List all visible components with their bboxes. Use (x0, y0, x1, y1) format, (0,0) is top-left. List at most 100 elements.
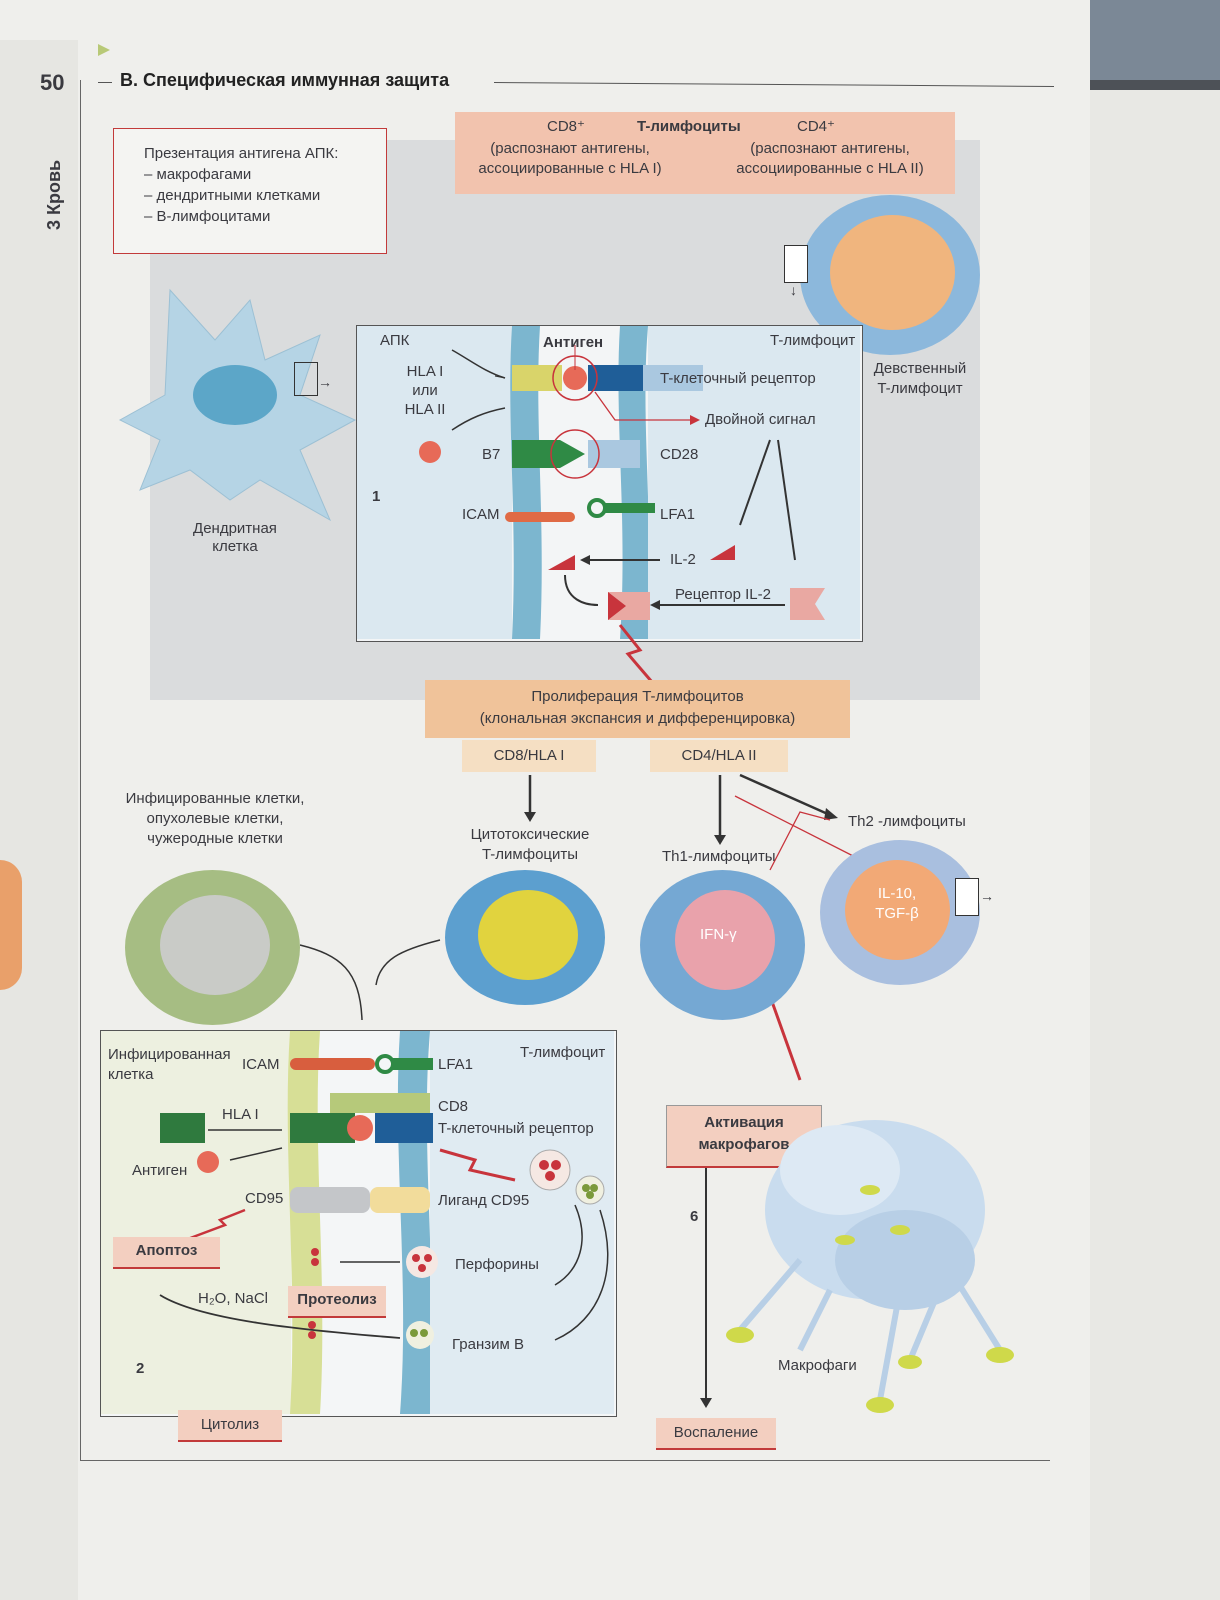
margin-tab (0, 860, 22, 990)
proteolysis-label: Протеолиз (297, 1291, 377, 1308)
activation-line-1: Активация (704, 1114, 784, 1131)
th2-cell-nucleus (845, 860, 950, 960)
panel1-hla-label: HLA II (404, 401, 446, 418)
panel2-lfa1-label: LFA1 (438, 1056, 474, 1073)
apc-box-title: Презентация антигена АПК: (144, 145, 339, 162)
panel1-number: 1 (372, 488, 381, 505)
proliferation-line-1: Пролиферация T-лимфоцитов (531, 688, 744, 705)
apc-box-item: – макрофагами (144, 166, 252, 183)
cd8-label: CD8⁺ (547, 118, 585, 135)
outer-frame-bottom (80, 1460, 1050, 1461)
panel1-icam-label: ICAM (462, 506, 500, 523)
header-rule-left (98, 82, 112, 83)
panel2-icam-label: ICAM (242, 1056, 280, 1073)
cytotoxic-label-2: T-лимфоциты (481, 846, 579, 863)
il10-label: IL-10, (877, 885, 917, 902)
apc-box-item: – B-лимфоцитами (144, 208, 271, 225)
panel2-tcell-label: T-лимфоцит (520, 1044, 606, 1061)
infected-header-2: опухолевые клетки, (146, 810, 284, 827)
th1-label: Th1-лимфоциты (662, 848, 776, 865)
arrow-right-icon: → (980, 888, 994, 904)
panel2-tcr-label: T-клеточный рецептор (438, 1120, 594, 1137)
tcell-header-title: T-лимфоциты (637, 118, 741, 135)
panel1-hla-label: HLA I (406, 363, 444, 380)
triangle-marker-icon (98, 44, 110, 56)
cd4-hla-box: CD4/HLA II (650, 740, 788, 772)
th1-cell-nucleus (675, 890, 775, 990)
cytolysis-label: Цитолиз (200, 1416, 260, 1433)
naive-tcell-nucleus (830, 215, 955, 330)
panel1-hla-label: или (412, 382, 438, 399)
cytolysis-box: Цитолиз (178, 1410, 282, 1442)
panel2-h2o-label: H₂O, NaCl (198, 1290, 268, 1307)
panel1-tcr-label: T-клеточный рецептор (660, 370, 816, 387)
activation-line-2: макрофагов (698, 1136, 790, 1153)
inflammation-box: Воспаление (656, 1418, 776, 1450)
tgf-label: TGF-β (875, 905, 919, 922)
tcell-header-box: CD8⁺ T-лимфоциты CD4⁺ (распознают антиге… (455, 112, 955, 194)
panel1-lfa1-label: LFA1 (660, 506, 696, 523)
panel1-tcell-label: T-лимфоцит (770, 332, 856, 349)
cd4-desc: (распознают антигены, (750, 140, 910, 157)
panel1-b7-label: B7 (482, 446, 501, 463)
facing-page (1072, 90, 1220, 1600)
section-title: B. Специфическая иммунная защита (120, 70, 450, 90)
panel1-cd28-label: CD28 (660, 446, 699, 463)
cd4-desc: ассоциированные с HLA II) (736, 160, 924, 177)
panel1-antigen-label: Антиген (543, 334, 604, 351)
zoom-box-icon (294, 362, 318, 396)
panel2-number: 2 (136, 1360, 145, 1377)
page-margin (0, 40, 78, 1600)
panel2-cd8-label: CD8 (438, 1098, 469, 1115)
cd4-hla-label: CD4/HLA II (681, 747, 757, 764)
ifn-label: IFN-γ (700, 926, 737, 943)
panel1-apc-label: АПК (380, 332, 410, 349)
naive-tcell-label-1: Девственный (873, 360, 967, 377)
cd8-hla-label: CD8/HLA I (493, 747, 565, 764)
infected-header-1: Инфицированные клетки, (125, 790, 305, 807)
cytotoxic-label-1: Цитотоксические (470, 826, 590, 843)
page-number: 50 (40, 70, 65, 95)
panel2-infected-label-1: Инфицированная (108, 1046, 231, 1063)
macro-number: 6 (690, 1208, 699, 1225)
panel1-il2-label: IL-2 (670, 551, 696, 568)
proliferation-line-2: (клональная экспансия и дифференцировка) (479, 710, 796, 727)
panel2-antigen-label: Антиген (132, 1162, 188, 1179)
infected-header-3: чужеродные клетки (147, 830, 283, 847)
panel1-il2-receptor-label: Рецептор IL-2 (675, 586, 771, 603)
panel2-hla1-label: HLA I (222, 1106, 259, 1123)
panel2-granzyme-label: Гранзим B (452, 1336, 524, 1353)
apoptosis-box: Апоптоз (113, 1237, 220, 1269)
panel2-perforins-label: Перфорины (455, 1256, 539, 1273)
arrow-right-icon: → (318, 374, 332, 390)
dendritic-cell-label: Дендритная клетка (193, 520, 277, 556)
outer-frame-left (80, 80, 81, 1460)
panel2-infected-label-2: клетка (108, 1066, 154, 1083)
panel2-cd95-label: CD95 (245, 1190, 284, 1207)
arrow-down-icon: ↓ (790, 282, 797, 298)
apoptosis-label: Апоптоз (135, 1242, 198, 1259)
infected-cell-nucleus (160, 895, 270, 995)
panel2-cd95-ligand-label: Лиганд CD95 (438, 1192, 530, 1209)
macrophages-label: Макрофаги (778, 1357, 857, 1374)
inflammation-label: Воспаление (673, 1424, 759, 1441)
proliferation-box: Пролиферация T-лимфоцитов (клональная эк… (425, 680, 850, 738)
cytotoxic-tcell-nucleus (478, 890, 578, 980)
cd4-label: CD4⁺ (797, 118, 835, 135)
cd8-desc: (распознают антигены, (490, 140, 650, 157)
apc-presentation-box: Презентация антигена АПК: – макрофагами … (113, 128, 387, 254)
cd8-desc: ассоциированные с HLA I) (478, 160, 662, 177)
zoom-box-icon (784, 245, 808, 283)
th2-label: Th2 -лимфоциты (848, 813, 966, 830)
apc-box-item: – дендритными клетками (144, 187, 321, 204)
proteolysis-box: Протеолиз (288, 1286, 386, 1318)
cd8-hla-box: CD8/HLA I (462, 740, 596, 772)
zoom-box-icon (955, 878, 979, 916)
naive-tcell-label-2: T-лимфоцит (877, 380, 963, 397)
panel1-double-signal-label: Двойной сигнал (705, 411, 816, 428)
